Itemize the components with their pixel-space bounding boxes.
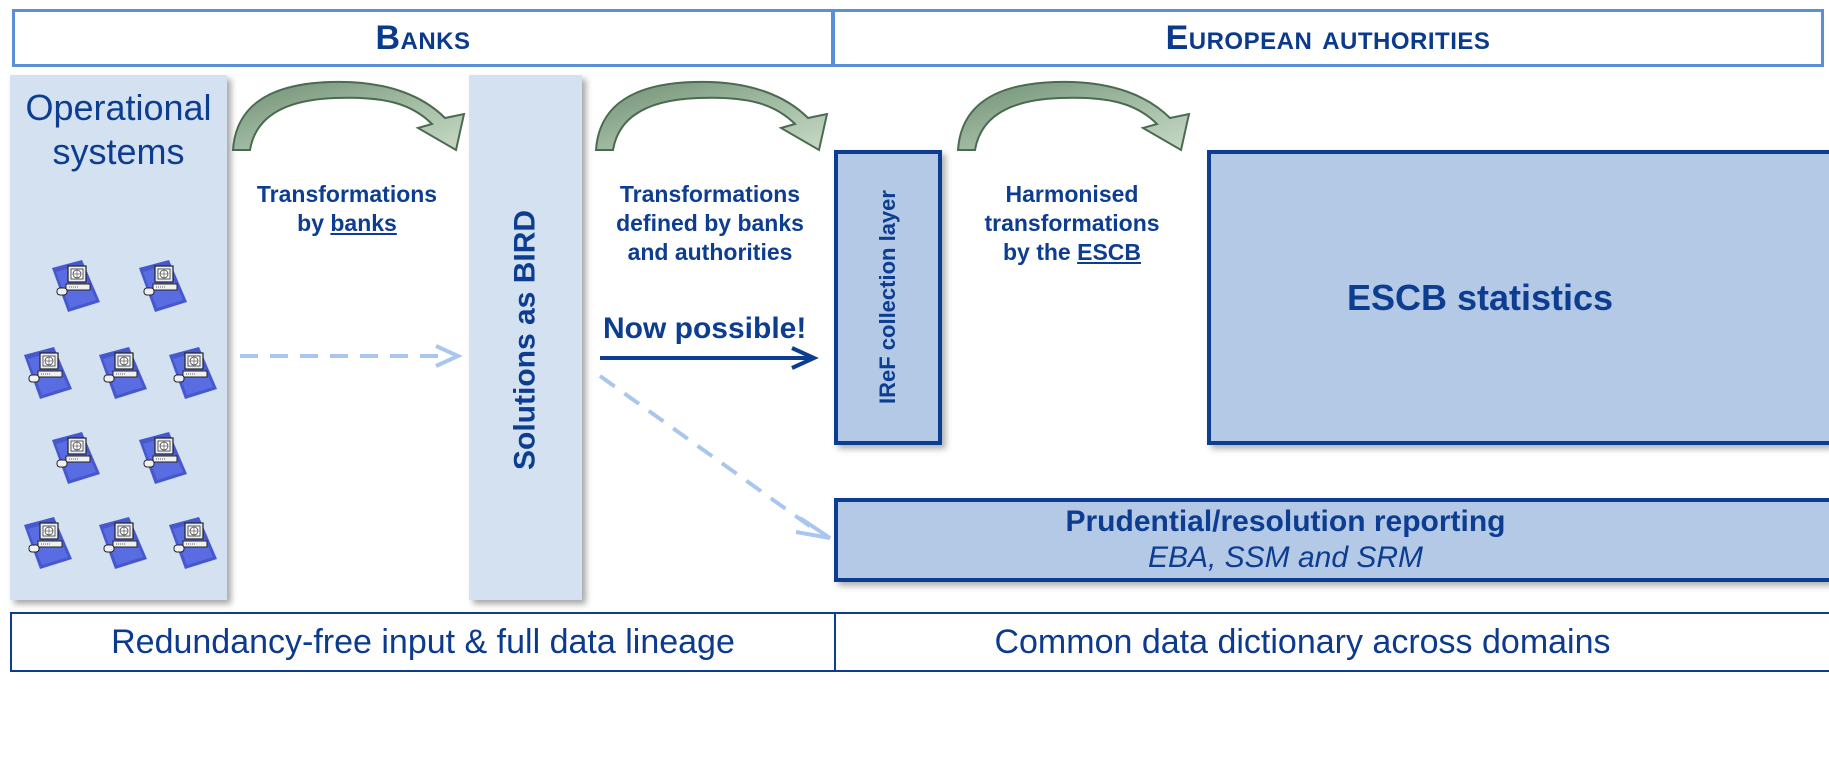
curved-arrow-icon	[231, 80, 466, 152]
footer-left-text: Redundancy-free input & full data lineag…	[111, 622, 735, 661]
operational-systems-title: Operational systems	[25, 87, 212, 172]
computer-icon	[135, 258, 191, 314]
now-possible-label: Now possible!	[603, 312, 807, 345]
transformations-by-banks: Transformations by banks	[256, 181, 438, 236]
computer-icon	[20, 345, 76, 401]
escb-statistics-label: ESCB statistics	[1346, 276, 1614, 318]
curved-arrow-icon	[956, 80, 1191, 152]
harmonised-transformations: Harmonised transformations by the ESCB	[984, 181, 1160, 265]
curved-arrow-icon	[594, 80, 829, 152]
iref-collection-layer-box	[834, 150, 942, 445]
banks-link: banks	[330, 210, 397, 236]
iref-label: IReF collection layer	[875, 190, 900, 405]
bird-panel	[469, 75, 582, 600]
escb-statistics-box: ESCB statistics	[1207, 150, 1829, 445]
transformations-joint: Transformations defined by banks and aut…	[616, 181, 804, 265]
banks-header-label: Banks	[375, 18, 471, 57]
computer-icon	[165, 515, 221, 571]
prudential-title: Prudential/resolution reporting	[1065, 505, 1506, 538]
footer-left: Redundancy-free input & full data lineag…	[10, 612, 836, 672]
footer-right-text: Common data dictionary across domains	[994, 622, 1611, 661]
footer-right: Common data dictionary across domains	[834, 612, 1829, 672]
computer-icon	[20, 515, 76, 571]
escb-link: ESCB	[1077, 239, 1142, 265]
prudential-subtitle: EBA, SSM and SRM	[1147, 541, 1424, 574]
computer-icon	[135, 430, 191, 486]
authorities-header: European authorities	[832, 9, 1824, 67]
dashed-arrow-icon	[598, 374, 820, 534]
arrowhead-icon	[791, 346, 819, 370]
arrowhead-icon	[795, 516, 832, 540]
operational-systems-panel	[10, 75, 227, 600]
arrowhead-icon	[435, 344, 463, 368]
computer-icon	[95, 345, 151, 401]
computer-icon	[48, 430, 104, 486]
computer-icon	[165, 345, 221, 401]
computer-icon	[48, 258, 104, 314]
prudential-reporting-box: Prudential/resolution reporting EBA, SSM…	[834, 498, 1829, 582]
computer-icon	[95, 515, 151, 571]
authorities-header-label: European authorities	[1165, 18, 1491, 57]
banks-header: Banks	[12, 9, 834, 67]
